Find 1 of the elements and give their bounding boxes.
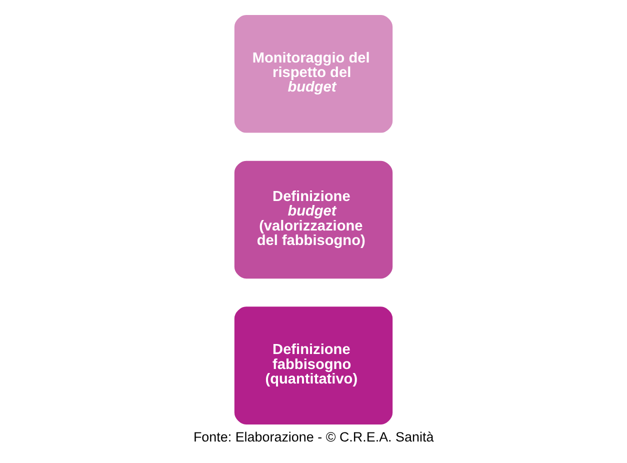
caption: Fonte: Elaborazione - © C.R.E.A. Sanità	[193, 429, 434, 444]
